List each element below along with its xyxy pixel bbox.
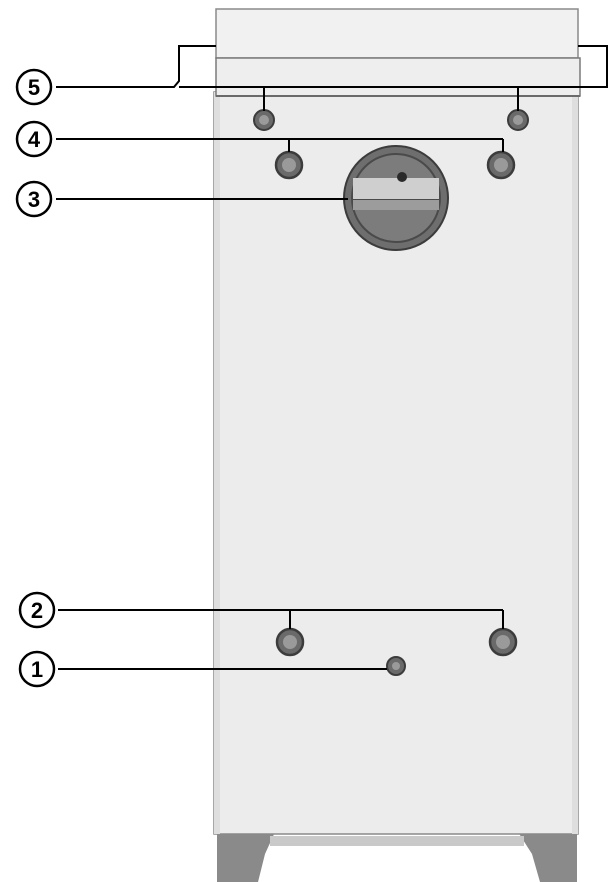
- callout-3: 3: [15, 180, 53, 218]
- callout-5-label: 5: [28, 75, 40, 100]
- round-cover-flange: [343, 145, 449, 251]
- left-foot: [217, 832, 275, 882]
- callout-2-label: 2: [31, 598, 43, 623]
- callout-5: 5: [15, 68, 53, 106]
- cover-window: [353, 178, 439, 200]
- lower-port-right: [488, 627, 518, 657]
- leader-5-right: [578, 45, 608, 88]
- callout-4: 4: [15, 120, 53, 158]
- cabinet-right-shade: [572, 92, 578, 834]
- callout-1: 1: [18, 650, 56, 688]
- cabinet-left-shade: [214, 92, 220, 834]
- small-port-right: [507, 109, 529, 131]
- bottom-single-port: [386, 656, 406, 676]
- lower-port-left: [275, 627, 305, 657]
- callout-1-label: 1: [31, 657, 43, 682]
- callout-4-label: 4: [28, 127, 41, 152]
- base-recess: [270, 836, 524, 846]
- upper-port-left: [274, 150, 304, 180]
- callout-2: 2: [18, 591, 56, 629]
- right-foot: [518, 832, 577, 882]
- cabinet-feet: [217, 832, 577, 882]
- callout-3-label: 3: [28, 187, 40, 212]
- cabinet-top-band: [215, 57, 581, 97]
- cabinet-top-lid: [215, 8, 579, 59]
- leader-lines: [56, 45, 608, 670]
- cover-screw: [397, 172, 407, 182]
- upper-port-right: [486, 150, 516, 180]
- small-port-left: [253, 109, 275, 131]
- leader-5-left: [56, 45, 216, 88]
